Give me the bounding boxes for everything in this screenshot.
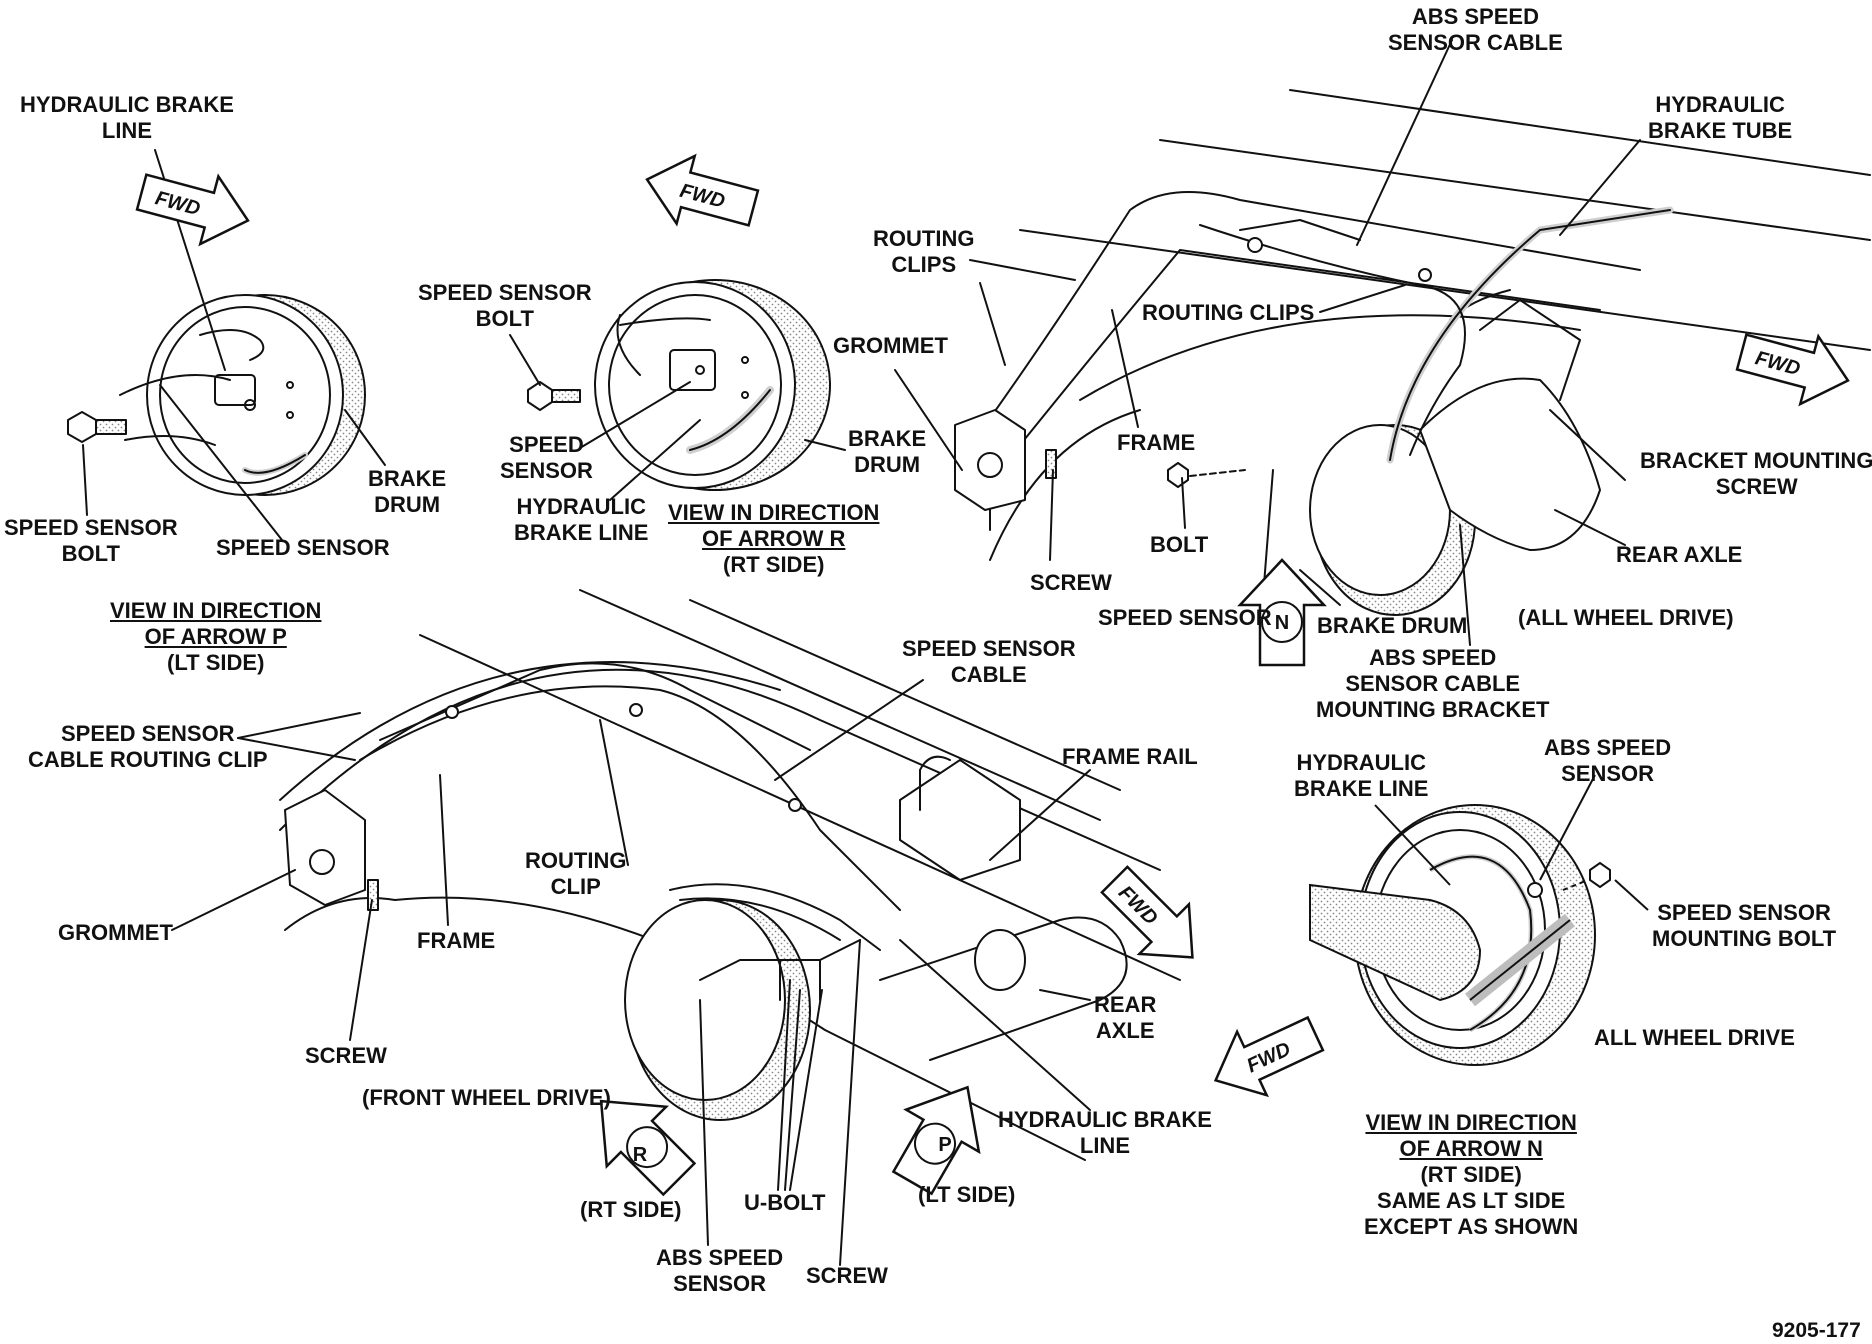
view-arrow-p [891, 1085, 981, 1196]
label-bolt-top: BOLT [1150, 532, 1209, 557]
fwd-arrow-2: FWD [645, 153, 760, 227]
label-screw-top: SCREW [1030, 570, 1112, 595]
label-speed-sensor-tl: SPEED SENSOR [216, 535, 390, 560]
label-grommet-bottom: GROMMET [58, 920, 173, 945]
label-screw-left: SCREW [305, 1043, 387, 1068]
label-front-wheel-drive: (FRONT WHEEL DRIVE) [362, 1085, 611, 1110]
brake-drum-rt-view [527, 279, 831, 491]
label-lt-side: (LT SIDE) [918, 1182, 1016, 1207]
label-all-wheel-drive-paren: (ALL WHEEL DRIVE) [1518, 605, 1734, 630]
figure-number: 9205-177 [1772, 1319, 1861, 1342]
label-brake-drum-n: BRAKE DRUM [1317, 613, 1468, 638]
label-routing-clips-2: ROUTING CLIPS [1142, 300, 1315, 325]
label-rt-side: (RT SIDE) [580, 1197, 682, 1222]
label-screw-bottom: SCREW [806, 1263, 888, 1288]
label-grommet-top: GROMMET [833, 333, 948, 358]
label-all-wheel-drive: ALL WHEEL DRIVE [1594, 1025, 1795, 1050]
brake-drum-lt-view [67, 294, 366, 496]
fwd-arrow-4: FWD [1100, 865, 1194, 959]
frame-awd-assembly [954, 89, 1871, 616]
view-arrow-n-label: N [1275, 612, 1289, 634]
fwd-arrow-3: FWD [1735, 333, 1850, 407]
label-frame-rail: FRAME RAIL [1062, 744, 1198, 769]
label-frame-bottom: FRAME [417, 928, 496, 953]
view-arrow-n [1237, 558, 1327, 667]
label-u-bolt: U-BOLT [744, 1190, 826, 1215]
label-frame-top: FRAME [1117, 430, 1196, 455]
view-arrow-r-label: R [633, 1144, 648, 1166]
view-arrow-r [599, 1099, 697, 1197]
frame-fwd-assembly [279, 589, 1181, 1161]
label-rear-axle-top: REAR AXLE [1616, 542, 1743, 567]
view-arrow-p-label: P [938, 1134, 951, 1156]
fwd-arrow-5: FWD [1213, 1015, 1325, 1098]
fwd-arrow-1: FWD [135, 173, 250, 247]
brake-assembly-awd-view [1309, 774, 1649, 1066]
label-speed-sensor-n: SPEED SENSOR [1098, 605, 1272, 630]
